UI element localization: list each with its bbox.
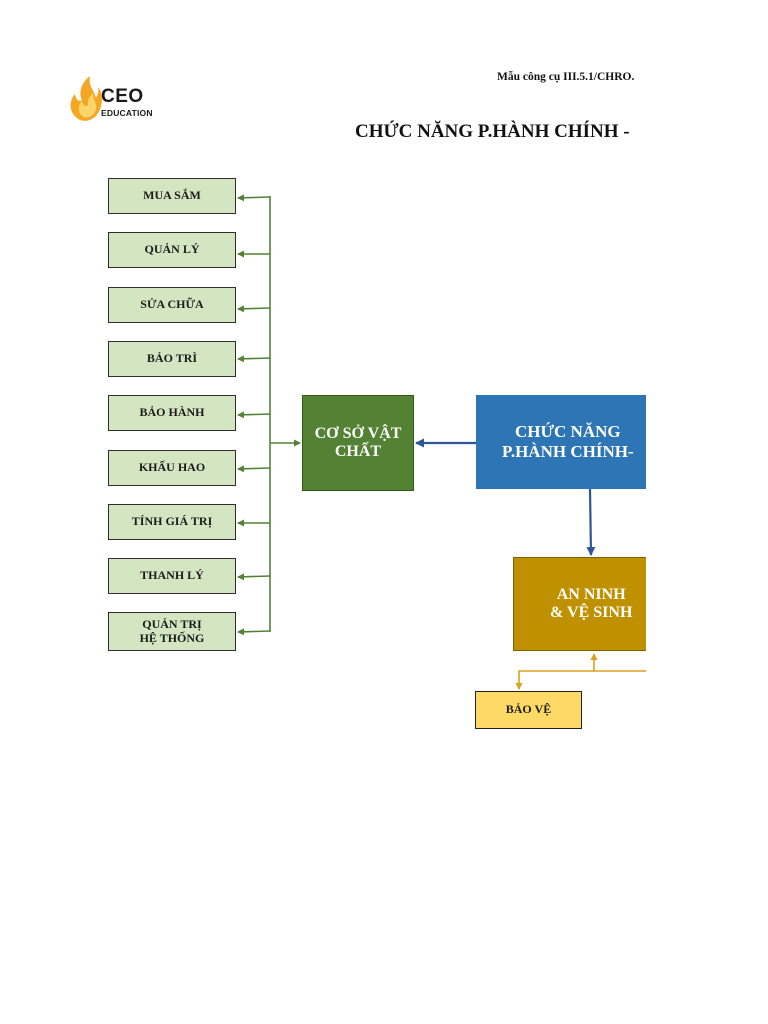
leaf-management: QUẢN LÝ <box>108 232 236 268</box>
leaf-depreciation: KHẤU HAO <box>108 450 236 486</box>
document-title: CHỨC NĂNG P.HÀNH CHÍNH - <box>355 121 630 142</box>
flame-icon <box>70 76 102 121</box>
connector-lines <box>237 194 646 690</box>
document-visible-area: CEO EDUCATION Mẫu công cụ III.5.1/CHRO. … <box>70 71 646 729</box>
logo-wordmark: CEO <box>101 86 144 107</box>
leaf-maintenance: BẢO TRÌ <box>108 341 236 377</box>
facility-box: CƠ SỞ VẬT CHẤT <box>302 395 414 491</box>
leaf-system-admin: QUẢN TRỊ HỆ THỐNG <box>108 612 236 651</box>
leaf-warranty: BẢO HÀNH <box>108 395 236 431</box>
leaf-liquidation: THANH LÝ <box>108 558 236 594</box>
form-code: Mẫu công cụ III.5.1/CHRO. <box>497 71 635 83</box>
main-function-box: CHỨC NĂNG P.HÀNH CHÍNH- <box>476 395 646 489</box>
security-hygiene-box: AN NINH & VỆ SINH <box>513 557 646 651</box>
leaf-repair: SỬA CHỮA <box>108 287 236 323</box>
logo-subtitle: EDUCATION <box>101 108 153 118</box>
leaf-purchasing: MUA SẮM <box>108 178 236 214</box>
guard-box: BẢO VỆ <box>475 691 582 729</box>
leaf-valuation: TÍNH GIÁ TRỊ <box>108 504 236 540</box>
